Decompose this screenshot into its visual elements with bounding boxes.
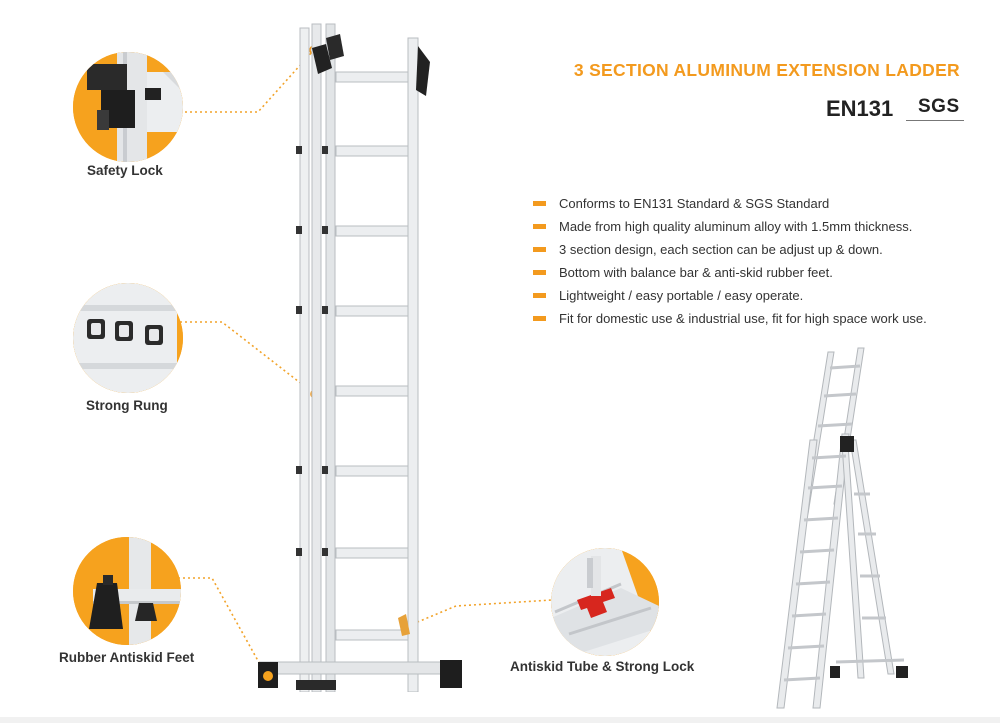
safety-lock-caption: Safety Lock — [87, 163, 163, 178]
feature-text: Lightweight / easy portable / easy opera… — [559, 288, 804, 303]
feature-item: Conforms to EN131 Standard & SGS Standar… — [533, 195, 927, 218]
sgs-standard-label: SGS — [918, 96, 960, 117]
product-title: 3 SECTION ALUMINUM EXTENSION LADDER — [573, 60, 960, 80]
bullet-icon — [533, 224, 546, 229]
bullet-icon — [533, 247, 546, 252]
safety-lock-detail-image — [73, 52, 183, 162]
bullet-icon — [533, 316, 546, 321]
strong-rung-detail-image — [73, 283, 183, 393]
bottom-divider — [0, 717, 1000, 723]
feature-item: Made from high quality aluminum alloy wi… — [533, 218, 927, 241]
feature-text: Fit for domestic use & industrial use, f… — [559, 311, 927, 326]
feature-text: 3 section design, each section can be ad… — [559, 242, 883, 257]
antiskid-tube-caption: Antiskid Tube & Strong Lock — [510, 659, 695, 674]
feature-text: Made from high quality aluminum alloy wi… — [559, 219, 913, 234]
main-ladder-image — [258, 23, 462, 692]
feature-item: Lightweight / easy portable / easy opera… — [533, 287, 927, 310]
feature-list: Conforms to EN131 Standard & SGS Standar… — [533, 195, 927, 333]
en131-standard-label: EN131 — [826, 96, 894, 121]
rubber-feet-detail-image — [73, 537, 181, 645]
bullet-icon — [533, 270, 546, 275]
bullet-icon — [533, 293, 546, 298]
feature-item: 3 section design, each section can be ad… — [533, 241, 927, 264]
bullet-icon — [533, 201, 546, 206]
feature-item: Fit for domestic use & industrial use, f… — [533, 310, 927, 333]
strong-rung-caption: Strong Rung — [86, 398, 168, 413]
rubber-feet-caption: Rubber Antiskid Feet — [59, 650, 195, 665]
feature-item: Bottom with balance bar & anti-skid rubb… — [533, 264, 927, 287]
antiskid-tube-detail-image — [551, 548, 659, 656]
secondary-ladder-image — [776, 347, 908, 709]
standard-underline — [906, 120, 964, 121]
feature-text: Conforms to EN131 Standard & SGS Standar… — [559, 196, 830, 211]
feature-text: Bottom with balance bar & anti-skid rubb… — [559, 265, 833, 280]
